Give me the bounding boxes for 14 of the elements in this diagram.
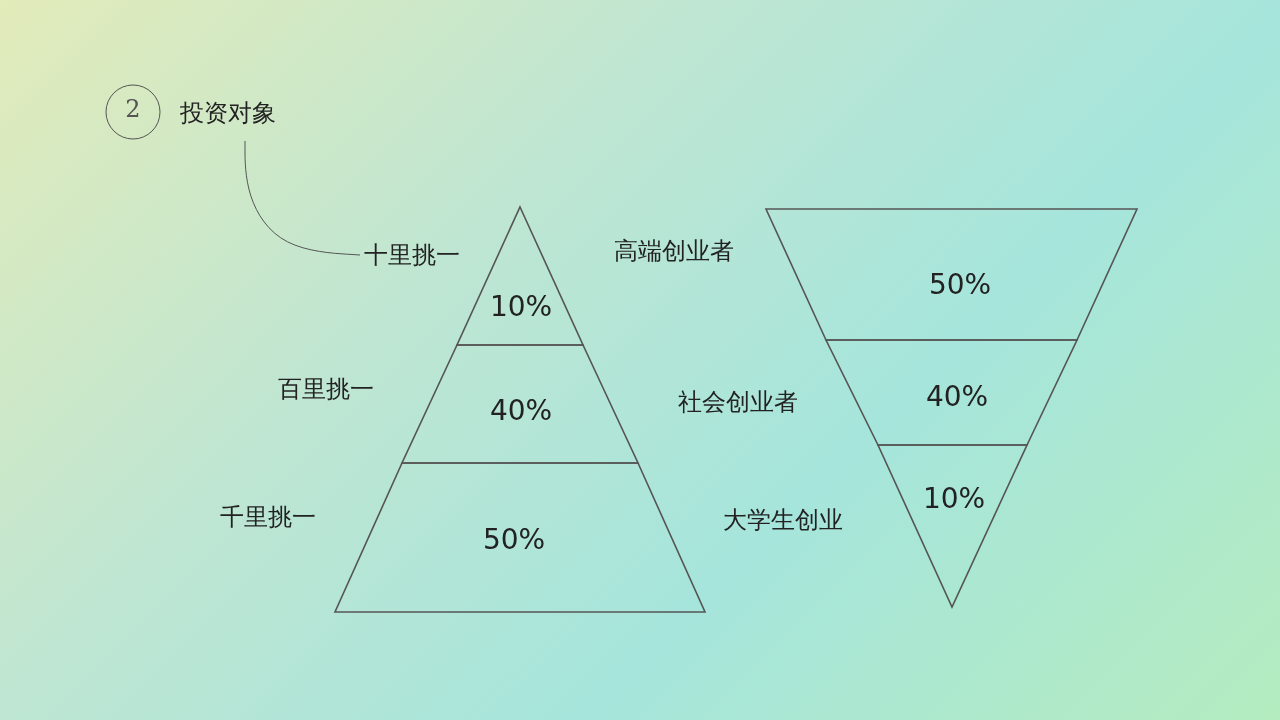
step-number: 2: [124, 97, 142, 121]
tier-label: 社会创业者: [678, 390, 798, 414]
percentage-label: 50%: [482, 526, 546, 554]
percentage-label: 40%: [925, 383, 989, 411]
percentage-label: 10%: [922, 485, 986, 513]
tier-label: 百里挑一: [278, 377, 374, 401]
percentage-label: 40%: [489, 397, 553, 425]
percentage-label: 50%: [928, 271, 992, 299]
tier-label: 十里挑一: [364, 240, 460, 270]
percentage-label: 10%: [489, 293, 553, 321]
tier-label: 高端创业者: [614, 239, 734, 263]
tier-label: 大学生创业: [723, 508, 843, 532]
connector-curve: [244, 140, 361, 256]
section-heading: 投资对象: [180, 101, 276, 125]
